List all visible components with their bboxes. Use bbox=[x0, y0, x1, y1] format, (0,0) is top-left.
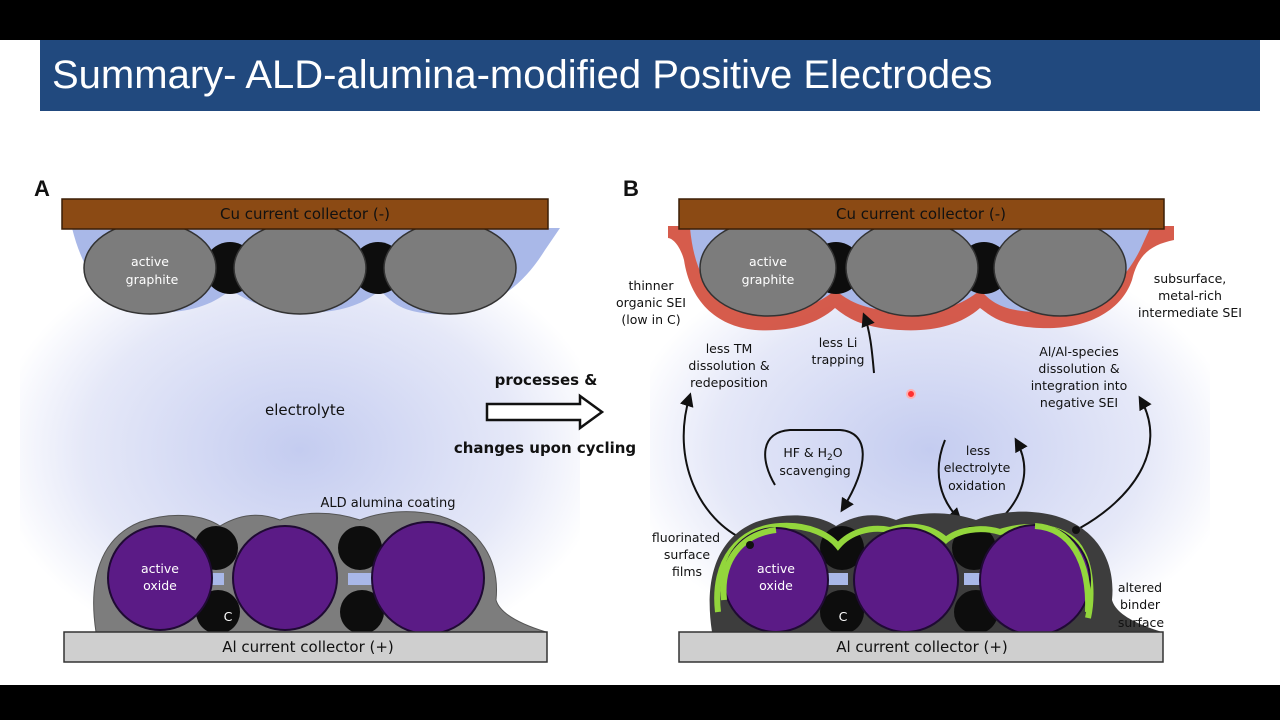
slide-title: Summary- ALD-alumina-modified Positive E… bbox=[52, 53, 993, 97]
graphite-label-line2: graphite bbox=[126, 272, 179, 287]
oxide-label-line2: oxide bbox=[143, 578, 177, 593]
graphite-label-line1: active bbox=[131, 254, 169, 269]
subsurface-sei-line1: subsurface, bbox=[1154, 271, 1227, 286]
subsurface-sei-line3: intermediate SEI bbox=[1138, 305, 1242, 320]
less-oxidation-line2: electrolyte bbox=[944, 460, 1011, 475]
al-species-line3: integration into bbox=[1031, 378, 1128, 393]
al-species-line2: dissolution & bbox=[1038, 361, 1119, 376]
panel-b-letter: B bbox=[623, 176, 639, 201]
oxide-label-line1: active bbox=[757, 561, 795, 576]
arrow-bottom-label: changes upon cycling bbox=[454, 439, 636, 457]
al-current-collector-a bbox=[63, 631, 548, 663]
electrolyte-label: electrolyte bbox=[265, 401, 345, 419]
carbon-particle bbox=[338, 526, 382, 570]
hf-loop-arrow bbox=[764, 429, 864, 513]
al-current-collector-b bbox=[678, 631, 1164, 663]
panel-b: B active graphite Cu current collector (… bbox=[616, 176, 1242, 663]
less-li-line2: trapping bbox=[812, 352, 865, 367]
al-species-line4: negative SEI bbox=[1040, 395, 1118, 410]
altered-binder-line2: binder bbox=[1120, 597, 1161, 612]
oxide-particle bbox=[979, 524, 1091, 636]
oxide-label-line2: oxide bbox=[759, 578, 793, 593]
graphite-particle bbox=[845, 219, 979, 317]
arrow-top-label: processes & bbox=[495, 371, 598, 389]
graphite-label-line1: active bbox=[749, 254, 787, 269]
al-label-a: Al current collector (+) bbox=[222, 638, 394, 656]
electrolyte-gap bbox=[824, 573, 848, 585]
altered-binder-line1: altered bbox=[1118, 580, 1162, 595]
less-oxidation-line3: oxidation bbox=[948, 478, 1006, 493]
less-li-line1: less Li bbox=[819, 335, 858, 350]
fluorinated-line1: fluorinated bbox=[652, 530, 720, 545]
less-tm-line3: redeposition bbox=[690, 375, 768, 390]
graphite-particle bbox=[233, 221, 367, 315]
slide: Summary- ALD-alumina-modified Positive E… bbox=[0, 40, 1280, 685]
fluorinated-line3: films bbox=[672, 564, 702, 579]
panel-a: A active graphite Cu current collector (… bbox=[20, 176, 580, 663]
al-label-b: Al current collector (+) bbox=[836, 638, 1008, 656]
process-arrow-group: processes & changes upon cycling bbox=[454, 371, 636, 457]
al-species-arrow bbox=[1079, 395, 1152, 529]
carbon-label: C bbox=[839, 609, 848, 624]
less-tm-line1: less TM bbox=[706, 341, 753, 356]
graphite-particle bbox=[993, 219, 1127, 317]
thinner-sei-line2: organic SEI bbox=[616, 295, 686, 310]
hf-scavenging-line1: HF & H2O bbox=[783, 445, 842, 463]
coating-label: ALD alumina coating bbox=[321, 496, 456, 511]
less-li-arrow bbox=[861, 312, 875, 374]
oxide-particle bbox=[371, 521, 485, 635]
graphite-particle bbox=[383, 221, 517, 315]
cu-current-collector-b bbox=[678, 198, 1165, 230]
carbon-particle bbox=[340, 590, 384, 634]
cu-label-a: Cu current collector (-) bbox=[220, 205, 390, 223]
oxide-particle bbox=[853, 527, 959, 633]
electrolyte-gap bbox=[348, 573, 372, 585]
carbon-label: C bbox=[224, 609, 233, 624]
thinner-sei-line1: thinner bbox=[629, 278, 675, 293]
carbon-particle bbox=[820, 590, 864, 634]
thinner-sei-line3: (low in C) bbox=[621, 312, 680, 327]
oxidation-arrow-left bbox=[937, 439, 962, 522]
oxide-particle bbox=[232, 525, 338, 631]
film-dot bbox=[746, 541, 754, 549]
pointer-dot bbox=[906, 389, 916, 399]
less-tm-arrow bbox=[680, 392, 746, 541]
title-bar: Summary- ALD-alumina-modified Positive E… bbox=[40, 40, 1260, 111]
cu-current-collector-a bbox=[61, 198, 549, 230]
oxide-particle bbox=[107, 525, 213, 631]
hf-scavenging-line2: scavenging bbox=[779, 463, 850, 478]
altered-binder-line3: surface bbox=[1118, 615, 1165, 630]
less-oxidation-line1: less bbox=[966, 443, 990, 458]
fluorinated-film-edge bbox=[720, 527, 777, 601]
al-species-line1: Al/Al-species bbox=[1039, 344, 1118, 359]
subsurface-sei-line2: metal-rich bbox=[1158, 288, 1222, 303]
cu-label-b: Cu current collector (-) bbox=[836, 205, 1006, 223]
panel-a-letter: A bbox=[34, 176, 50, 201]
graphite-label-line2: graphite bbox=[742, 272, 795, 287]
fluorinated-line2: surface bbox=[664, 547, 711, 562]
oxide-label-line1: active bbox=[141, 561, 179, 576]
battery-diagram: A active graphite Cu current collector (… bbox=[20, 176, 1242, 663]
film-dot bbox=[1072, 526, 1080, 534]
process-arrow bbox=[485, 393, 605, 431]
fluorinated-film-edge bbox=[1034, 523, 1092, 613]
less-tm-line2: dissolution & bbox=[688, 358, 769, 373]
